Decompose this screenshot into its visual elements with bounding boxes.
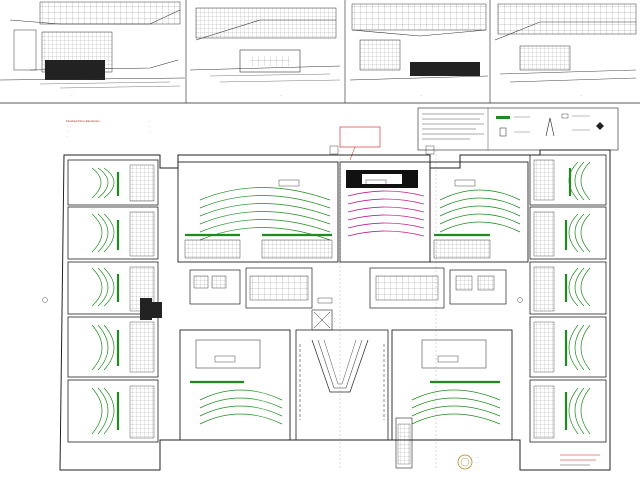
red-callout-box — [339, 126, 381, 148]
perspective-view-1: ... — [0, 1, 186, 97]
lower-lecture-halls — [179, 329, 513, 441]
red-note-center-3: ... — [148, 129, 151, 133]
red-note-center-2: ... — [148, 124, 151, 128]
legend-text-lines — [422, 113, 484, 140]
center-core — [140, 267, 507, 331]
room-tags — [42, 145, 523, 363]
seal-icon — [457, 454, 473, 470]
perspective-strip: ... ... ... ... — [0, 0, 640, 104]
red-note-center-1: ... — [148, 119, 151, 123]
title-block: ... ... ... — [457, 454, 600, 470]
red-note-line-2: ... — [66, 124, 69, 128]
left-wing-rooms — [67, 159, 162, 443]
perspective-view-3: ... — [349, 3, 489, 97]
perspective-view-2: ... — [189, 7, 341, 97]
red-note-line-1: Finished Floor Elevations — [66, 119, 100, 123]
perspective-view-4: ... — [494, 3, 637, 97]
upper-lecture-halls — [177, 161, 529, 263]
title-block-red: ... — [476, 465, 479, 469]
perspective-caption-4: ... — [580, 93, 583, 97]
title-block-line-2: ... — [476, 460, 479, 464]
red-callout-text: ... — [343, 130, 346, 134]
central-lobby — [295, 329, 413, 469]
red-notes: Finished Floor Elevations ... ... ... ..… — [66, 119, 381, 161]
legend-box — [417, 107, 619, 151]
diamond-symbol-icon — [596, 122, 604, 130]
floor-plan — [42, 145, 611, 471]
red-note-line-3: ... — [66, 129, 69, 133]
red-note-line-4: ... — [66, 134, 69, 138]
right-wing-rooms — [529, 154, 607, 443]
title-block-line-1: ... — [476, 455, 479, 459]
perspective-caption-2: ... — [280, 93, 283, 97]
perspective-caption-1: ... — [70, 93, 73, 97]
north-arrow-icon — [545, 117, 555, 137]
perspective-caption-3: ... — [420, 93, 423, 97]
column-gridlines — [339, 150, 437, 470]
